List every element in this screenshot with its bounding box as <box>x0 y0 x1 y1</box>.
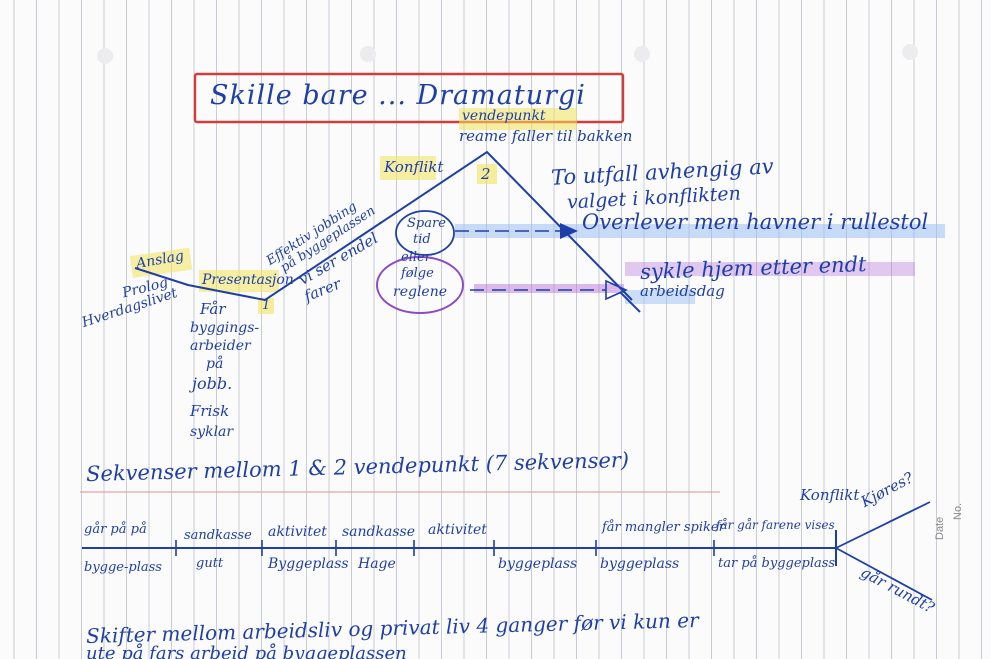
timeline-conflict: Konflikt <box>800 486 860 504</box>
presentation-text-7: syklar <box>190 424 234 440</box>
turning-point-2-text: reame faller til bakken <box>459 127 633 145</box>
sequence-bottom-1: bygge-plass <box>84 560 162 575</box>
sequence-bottom-2: gutt <box>196 556 224 571</box>
sequence-top-2: sandkasse <box>184 528 252 543</box>
turning-point-1-number: 1 <box>262 298 271 313</box>
presentation-text-6: Frisk <box>190 402 230 420</box>
highlight-yellow <box>459 108 577 130</box>
presentation-text-3: arbeider <box>190 338 251 354</box>
branch-lower-line-2: arbeidsdag <box>640 282 725 300</box>
choice-circle-2 <box>376 256 464 314</box>
punch-hole <box>360 46 376 62</box>
branch-upper-text: Overlever men havner i rullestol <box>582 210 929 234</box>
presentation-text-1: Får <box>200 300 226 318</box>
choice-circle-1 <box>395 210 455 256</box>
margin-date-label: Date <box>934 516 946 540</box>
highlight-purple <box>625 262 915 276</box>
sequence-top-5: aktivitet <box>428 522 487 538</box>
presentation-text-5: jobb. <box>192 374 233 393</box>
title-box <box>193 72 625 124</box>
choice-1-line-1: Spare <box>407 216 446 231</box>
timeline-branch-down <box>835 547 933 601</box>
sequence-bottom-6: byggeplass <box>600 556 680 572</box>
dramaturgy-curve <box>134 150 633 302</box>
highlight-yellow <box>199 270 279 292</box>
sequence-top-3: aktivitet <box>268 524 327 540</box>
arrowhead <box>560 223 578 239</box>
page-title: Skille bare ... Dramaturgi <box>210 80 586 111</box>
punch-hole <box>902 44 918 60</box>
highlight-blue <box>625 290 695 304</box>
turning-point-2-number: 2 <box>481 165 491 183</box>
presentasjon-label: Presentasjon <box>202 272 294 288</box>
sequence-top-6: får mangler spiker <box>602 520 725 535</box>
sequence-top-1: går på på <box>84 522 147 537</box>
highlight-yellow <box>258 298 274 314</box>
punch-hole <box>97 48 113 64</box>
choice-2-line-2: følge <box>401 266 434 281</box>
sequence-top-7: får går farene vises <box>716 518 835 532</box>
highlight-blue <box>455 224 945 238</box>
presentation-text-4: på <box>206 356 224 372</box>
punch-hole <box>634 46 650 62</box>
choice-1-line-2: tid <box>413 232 431 247</box>
sequence-bottom-5: byggeplass <box>498 556 578 572</box>
sequence-bottom-3: Byggeplass <box>268 556 349 572</box>
choice-2-line-1: eller <box>401 250 431 265</box>
highlight-yellow <box>477 164 497 184</box>
timeline-branch-up <box>835 501 931 549</box>
sequence-bottom-4: Hage <box>358 556 396 572</box>
margin-no-label: No. <box>952 502 964 520</box>
sequence-top-4: sandkasse <box>342 524 415 540</box>
highlight-yellow <box>380 156 436 180</box>
presentation-text-2: byggings- <box>190 320 260 336</box>
highlight-purple <box>474 284 624 293</box>
ruled-lines <box>13 0 982 659</box>
choice-2-line-3: reglene <box>393 284 448 300</box>
curve-tail <box>619 291 641 313</box>
turning-point-2-label: vendepunkt <box>462 108 546 124</box>
sequence-bottom-7: tar på byggeplass <box>718 556 836 571</box>
arrowhead <box>605 279 628 301</box>
footer-line-2: ute på fars arbeid på byggeplassen <box>86 643 407 659</box>
conflict-label: Konflikt <box>384 158 444 176</box>
